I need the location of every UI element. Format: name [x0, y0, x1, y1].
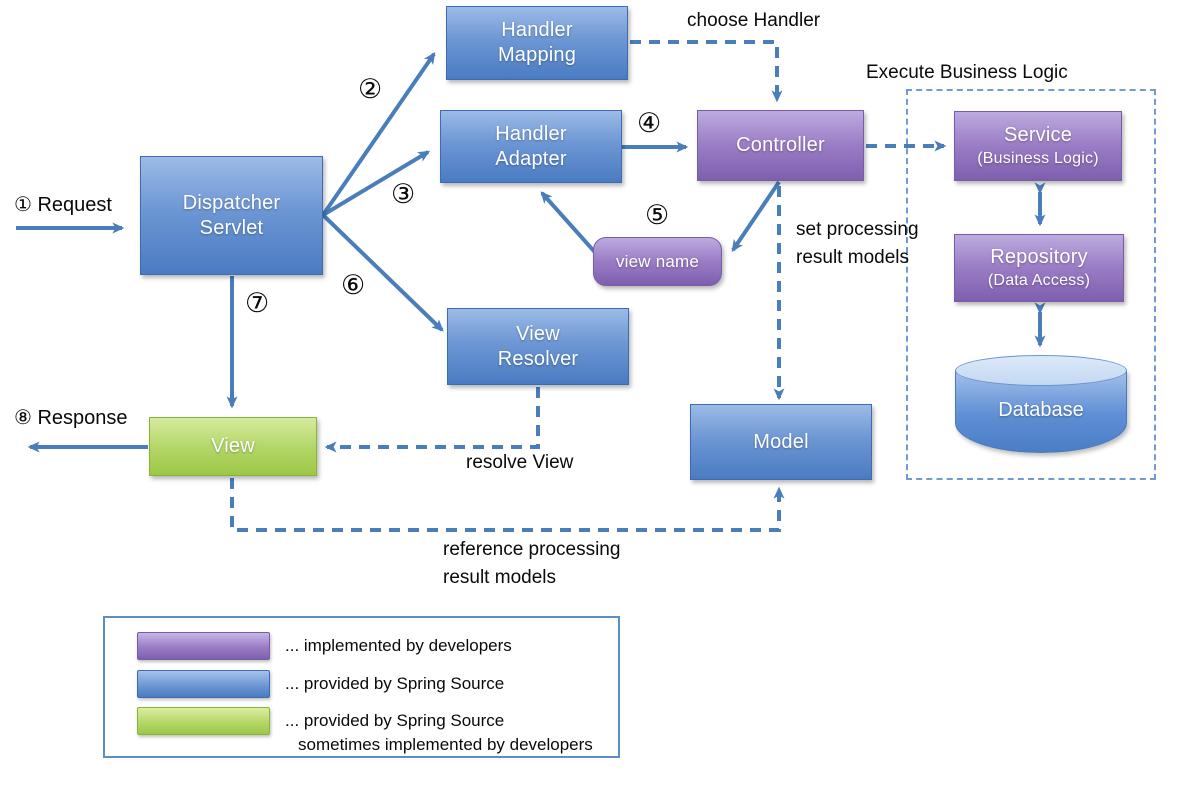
step-number-7: ⑦ — [245, 288, 270, 318]
database-cylinder-top — [955, 355, 1127, 386]
node-model: Model — [690, 404, 872, 480]
label-choose-handler: choose Handler — [687, 10, 821, 31]
node-sublabel: (Data Access) — [987, 272, 1091, 289]
node-repository: Repository (Data Access) — [954, 234, 1124, 302]
legend-label: ... provided by Spring Source — [285, 674, 505, 693]
node-label: Adapter — [495, 147, 567, 170]
step-number-3: ③ — [391, 179, 416, 209]
node-label: Database — [998, 399, 1084, 421]
legend-swatch-provided-sometimes-implemented — [137, 707, 270, 735]
node-dispatcher-servlet: Dispatcher Servlet — [140, 156, 323, 275]
node-label: Model — [753, 430, 809, 453]
business-logic-group-outline — [906, 89, 1156, 480]
node-label: Controller — [736, 134, 825, 156]
node-view: View — [149, 417, 317, 476]
node-label: Servlet — [199, 216, 264, 239]
label-step8-response: ⑧ Response — [14, 407, 128, 429]
label-set-processing-result-models-line2: result models — [796, 247, 909, 268]
node-service: Service (Business Logic) — [954, 111, 1122, 181]
step-number-4: ④ — [637, 108, 662, 138]
node-label: View — [516, 322, 560, 345]
node-database: Database — [955, 355, 1127, 453]
dashed-arrow-choose-handler — [630, 40, 783, 103]
legend-box: ... implemented by developers ... provid… — [103, 616, 620, 758]
step-number-2: ② — [358, 74, 383, 104]
node-sublabel: (Business Logic) — [977, 150, 1099, 167]
legend-label: ... implemented by developers — [285, 636, 512, 655]
node-label: Resolver — [497, 347, 579, 370]
label-resolve-view: resolve View — [466, 452, 574, 473]
node-view-name: view name — [593, 237, 722, 286]
arrow-controller-to-view-name — [731, 180, 781, 252]
legend-label-second-line: sometimes implemented by developers — [298, 735, 593, 754]
node-label: Mapping — [497, 44, 577, 66]
label-reference-processing-line1: reference processing — [443, 539, 621, 560]
label-step1-request: ① Request — [14, 194, 112, 216]
legend-swatch-provided-by-spring — [137, 670, 270, 698]
legend-label: ... provided by Spring Source — [285, 711, 505, 730]
node-label: view name — [615, 251, 700, 271]
step-number-6: ⑥ — [341, 270, 366, 300]
legend-swatch-implemented-by-developers — [137, 632, 270, 660]
dashed-arrow-view-to-model — [230, 478, 785, 532]
node-handler-adapter: Handler Adapter — [440, 110, 622, 183]
node-label: Service — [1003, 124, 1073, 146]
label-execute-business-logic: Execute Business Logic — [866, 62, 1068, 83]
node-handler-mapping: Handler Mapping — [446, 6, 628, 80]
node-controller: Controller — [697, 110, 864, 181]
node-label: Handler — [495, 122, 567, 145]
label-set-processing-result-models-line1: set processing — [796, 219, 919, 240]
step-number-5: ⑤ — [645, 200, 670, 230]
node-label: Dispatcher — [182, 191, 281, 214]
node-view-resolver: View Resolver — [447, 308, 629, 385]
node-label: View — [211, 435, 255, 457]
label-reference-processing-line2: result models — [443, 567, 556, 588]
dashed-arrow-resolver-to-view — [324, 387, 540, 453]
node-label: Repository — [990, 246, 1088, 268]
node-label: Handler — [501, 19, 573, 41]
